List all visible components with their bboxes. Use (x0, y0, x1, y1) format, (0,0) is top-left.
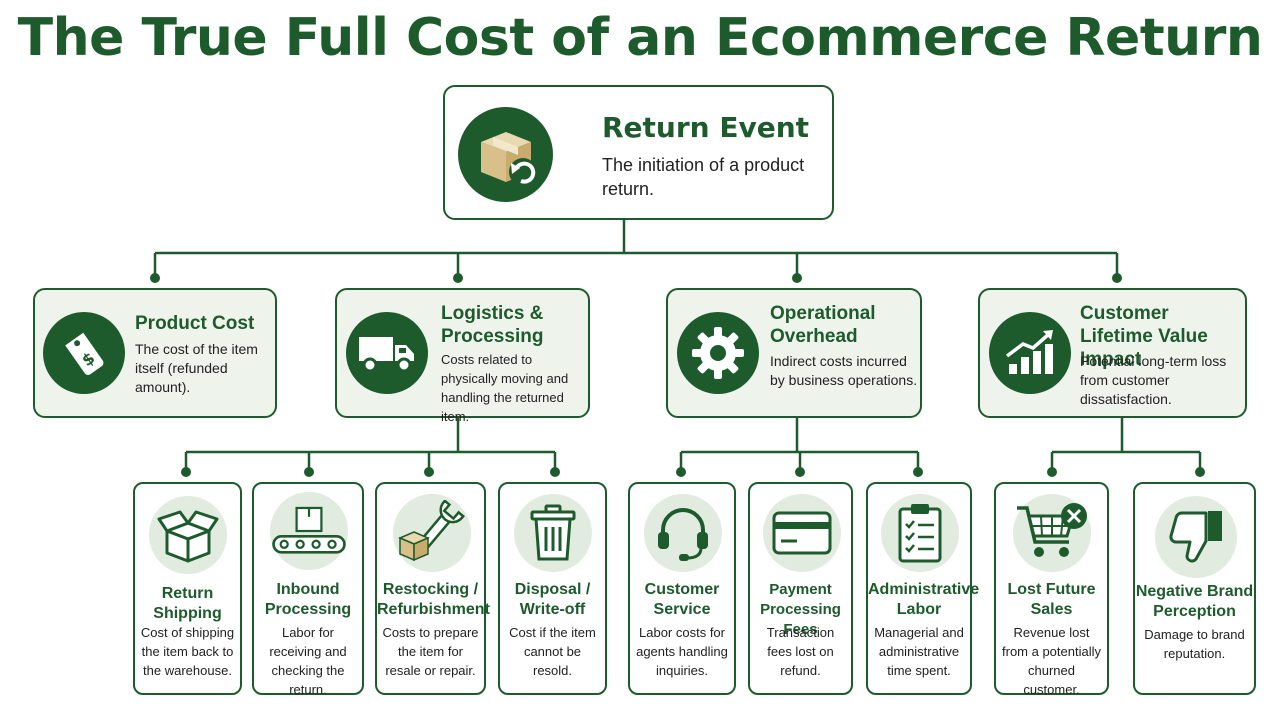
page-title: The True Full Cost of an Ecommerce Retur… (17, 8, 1263, 68)
trash-icon (514, 494, 592, 572)
leaf-disposal-write-off: Disposal / Write-off Cost if the item ca… (498, 482, 607, 695)
category-title: Customer Lifetime Value Impact (1080, 303, 1208, 370)
price-tag-icon: $ (43, 312, 125, 394)
leaf-description: Managerial and administrative time spent… (874, 625, 964, 678)
leaf-negative-brand-perception: Negative Brand Perception Damage to bran… (1133, 482, 1256, 695)
leaf-description: Damage to brand reputation. (1144, 627, 1245, 661)
wrench-box-icon (393, 494, 471, 572)
cart-cancel-icon (1013, 494, 1091, 572)
gear-icon (677, 312, 759, 394)
headset-icon (644, 494, 722, 572)
category-title: Logistics & Processing (441, 303, 544, 347)
category-product-cost: $ Product Cost The cost of the item itse… (33, 288, 277, 418)
credit-card-icon (763, 494, 841, 572)
leaf-title: Customer Service (644, 581, 720, 618)
leaf-customer-service: Customer Service Labor costs for agents … (628, 482, 736, 695)
leaf-description: Revenue lost from a potentially churned … (1002, 625, 1101, 697)
leaf-title: Administrative Labor (868, 581, 980, 618)
category-title: Operational Overhead (770, 303, 876, 347)
return-event-node: Return Event The initiation of a product… (443, 85, 834, 220)
leaf-description: Costs to prepare the item for resale or … (382, 625, 479, 678)
leaf-title: Inbound Processing (264, 581, 352, 618)
leaf-description: Labor for receiving and checking the ret… (269, 625, 347, 697)
open-box-icon (149, 496, 227, 574)
clipboard-icon (881, 494, 959, 572)
leaf-title: Restocking / Refurbishment (377, 581, 490, 618)
leaf-title: Return Shipping (153, 585, 222, 622)
category-description: Potential long-term loss from customer d… (1080, 353, 1227, 407)
category-description: Costs related to physically moving and h… (441, 352, 569, 424)
category-title: Product Cost (135, 313, 255, 334)
leaf-description: Cost if the item cannot be resold. (509, 625, 596, 678)
category-operational-overhead: Operational Overhead Indirect costs incu… (666, 288, 922, 418)
category-logistics-processing: Logistics & Processing Costs related to … (335, 288, 590, 424)
root-description: The initiation of a product return. (602, 155, 805, 199)
category-description: The cost of the item itself (refunded am… (135, 341, 258, 395)
box-return-icon (458, 107, 553, 202)
leaf-title: Negative Brand Perception (1135, 583, 1254, 620)
leaf-payment-processing-fees: Payment Processing Fees Transaction fees… (748, 482, 853, 695)
leaf-lost-future-sales: Lost Future Sales Revenue lost from a po… (994, 482, 1109, 697)
leaf-return-shipping: Return Shipping Cost of shipping the ite… (133, 482, 242, 695)
leaf-title: Disposal / Write-off (514, 581, 591, 618)
category-description: Indirect costs incurred by business oper… (770, 353, 918, 388)
conveyor-icon (270, 492, 348, 570)
leaf-inbound-processing: Inbound Processing Labor for receiving a… (252, 482, 364, 697)
leaf-administrative-labor: Administrative Labor Managerial and admi… (866, 482, 980, 695)
leaf-title: Lost Future Sales (1007, 581, 1096, 618)
root-title: Return Event (602, 111, 810, 144)
category-customer-lifetime-value: Customer Lifetime Value Impact Potential… (978, 288, 1247, 418)
truck-icon (346, 312, 428, 394)
leaf-description: Labor costs for agents handling inquirie… (636, 625, 728, 678)
leaf-restocking-refurbishment: Restocking / Refurbishment Costs to prep… (375, 482, 490, 695)
growth-chart-icon (989, 312, 1071, 394)
leaf-title: Payment Processing Fees (760, 581, 841, 638)
thumbs-down-icon (1155, 496, 1237, 578)
leaf-description: Transaction fees lost on refund. (766, 625, 835, 678)
leaf-description: Cost of shipping the item back to the wa… (140, 625, 235, 678)
